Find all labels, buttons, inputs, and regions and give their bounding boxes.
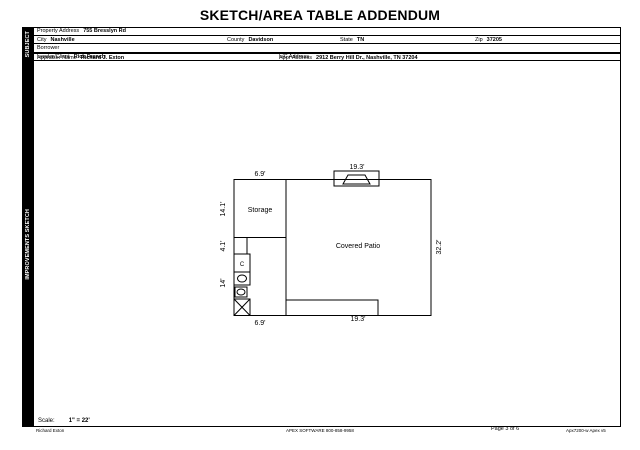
dim-left-storage: 14.1' xyxy=(220,202,227,217)
dim-bottom-patio: 19.3' xyxy=(351,316,366,323)
patio-step-line xyxy=(285,254,379,316)
property-address-value: 755 Bresslyn Rd xyxy=(83,28,126,34)
zip-label: Zip xyxy=(475,36,483,43)
dim-left-hall: 4.1' xyxy=(220,240,227,251)
lic-address-label: L/C Address xyxy=(279,53,309,60)
toilet-icon xyxy=(236,288,246,296)
shower-box xyxy=(233,298,251,316)
state-label: State xyxy=(340,36,353,43)
footer-right: Apx7200-w Apex v5 xyxy=(566,428,606,433)
fireplace-icon xyxy=(342,174,371,185)
storage-room xyxy=(233,179,287,238)
subject-tab-label: SUBJECT xyxy=(25,30,31,58)
floor-plan-sketch: Storage Covered Patio C 6.9' 19.3' 6.9' … xyxy=(220,164,443,327)
scale-label: Scale: xyxy=(38,418,55,424)
footer-center: APEX SOFTWARE 800-858-9958 xyxy=(286,428,354,433)
footer-page: Page 3 of 6 xyxy=(491,426,520,432)
covered-patio-label: Covered Patio xyxy=(336,243,380,250)
dim-bottom-storage: 6.9' xyxy=(254,320,265,327)
city-label: City xyxy=(37,36,47,43)
covered-patio-outline xyxy=(286,179,432,316)
appr-address-value: 2912 Berry Hill Dr., Nashville, TN 37204 xyxy=(316,55,418,61)
sink-icon xyxy=(237,274,247,283)
dim-right-patio: 32.2' xyxy=(436,240,443,255)
borrower-field: Borrower xyxy=(37,44,63,52)
closet-label: C xyxy=(240,262,245,268)
county-label: County xyxy=(227,36,245,43)
bath-sink-box xyxy=(233,271,251,286)
dim-left-bath: 14' xyxy=(220,278,227,287)
shower-cross-b xyxy=(233,298,251,316)
dim-top-patio: 19.3' xyxy=(350,164,365,171)
chimney-bump xyxy=(333,170,380,187)
zip-value: 37205 xyxy=(486,36,502,43)
improvements-side-tab: IMPROVEMENTS SKETCH xyxy=(22,61,34,427)
subject-side-tab: SUBJECT xyxy=(22,27,34,61)
state-value: TN xyxy=(356,36,365,43)
appraiser-value: Richard J. Exton xyxy=(80,55,125,61)
appr-address-label: Appr Address xyxy=(279,55,313,61)
lender-label: Lender/Client xyxy=(37,53,70,60)
improvements-tab-label: IMPROVEMENTS SKETCH xyxy=(25,208,31,280)
toilet-box xyxy=(234,286,248,298)
dim-top-storage: 6.9' xyxy=(254,171,265,178)
appraiser-label: Appraiser Name xyxy=(37,55,77,61)
borrower-row: Borrower xyxy=(34,44,621,53)
lic-address-field: L/C Address xyxy=(279,53,313,61)
page-title: SKETCH/AREA TABLE ADDENDUM xyxy=(199,7,441,23)
footer-left: Richard Exton xyxy=(36,428,65,433)
county-value: Davidson xyxy=(248,36,274,43)
lender-value: Rick French xyxy=(73,53,106,60)
property-address-label: Property Address xyxy=(37,28,80,34)
borrower-label: Borrower xyxy=(37,45,60,51)
scale-note: Scale: 1" = 22' xyxy=(38,418,90,424)
storage-label: Storage xyxy=(248,207,273,214)
city-value: Nashville xyxy=(50,36,75,43)
scale-value: 1" = 22' xyxy=(68,418,90,424)
